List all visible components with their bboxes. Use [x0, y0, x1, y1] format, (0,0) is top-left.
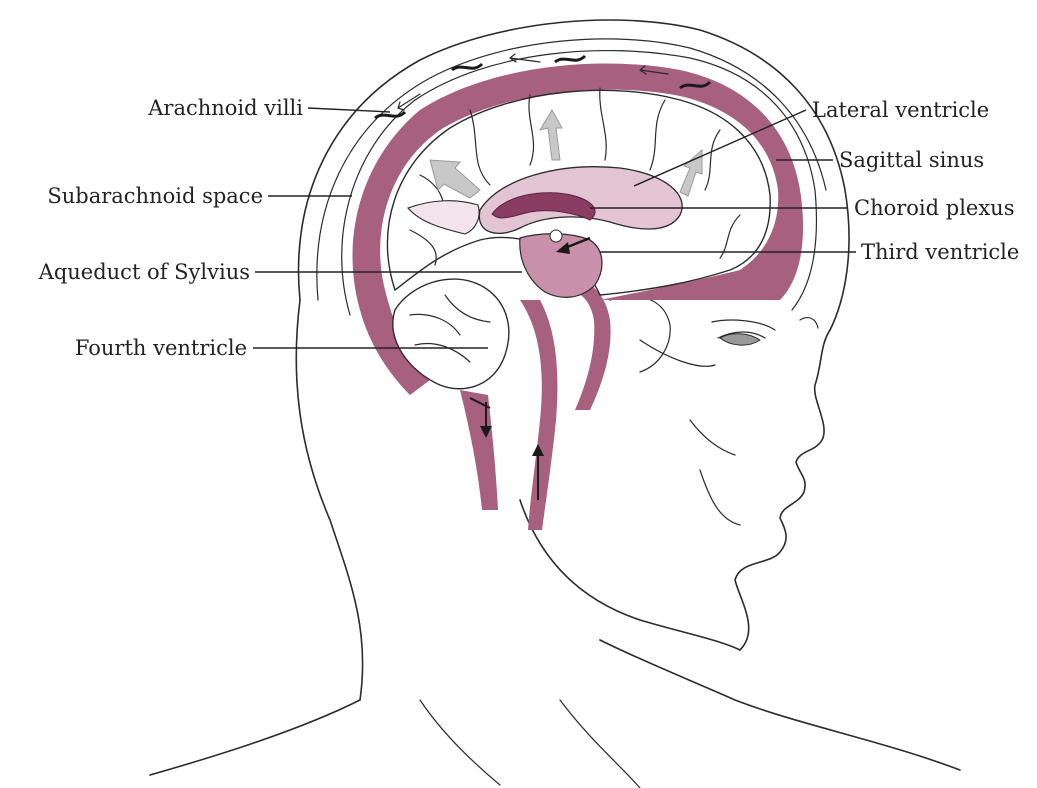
- label-lateral-ventricle: Lateral ventricle: [812, 98, 989, 122]
- jaw-line: [520, 500, 740, 650]
- brainstem-channel: [565, 279, 611, 410]
- spinal-csf-band: [460, 390, 498, 510]
- label-fourth-ventricle: Fourth ventricle: [75, 336, 247, 360]
- collar-left: [420, 700, 500, 785]
- cheek-line: [640, 340, 715, 366]
- face-profile: [735, 330, 830, 650]
- label-aqueduct-of-sylvius: Aqueduct of Sylvius: [38, 260, 250, 284]
- eye-shade: [720, 334, 760, 345]
- label-choroid-plexus: Choroid plexus: [854, 196, 1014, 220]
- label-arachnoid-villi: Arachnoid villi: [147, 96, 303, 120]
- collar-right: [560, 700, 640, 788]
- label-third-ventricle: Third ventricle: [861, 240, 1019, 264]
- third-ventricle: [520, 230, 602, 297]
- third-ventricle-shape: [520, 234, 602, 298]
- cheek-fold: [700, 470, 740, 525]
- shoulder-left: [150, 700, 360, 775]
- label-subarachnoid-space: Subarachnoid space: [47, 184, 263, 208]
- villi-mark-3: [555, 56, 585, 62]
- neck-back: [296, 300, 362, 700]
- neck-front: [600, 640, 960, 770]
- label-sagittal-sinus: Sagittal sinus: [839, 148, 984, 172]
- ear-back: [800, 318, 818, 328]
- villi-mark-2: [452, 64, 482, 70]
- brow-line: [712, 320, 775, 330]
- nasal-fold: [690, 420, 735, 455]
- leader-arachnoid-villi: [308, 108, 390, 112]
- interventricular-foramen: [550, 230, 562, 242]
- ear: [610, 296, 670, 372]
